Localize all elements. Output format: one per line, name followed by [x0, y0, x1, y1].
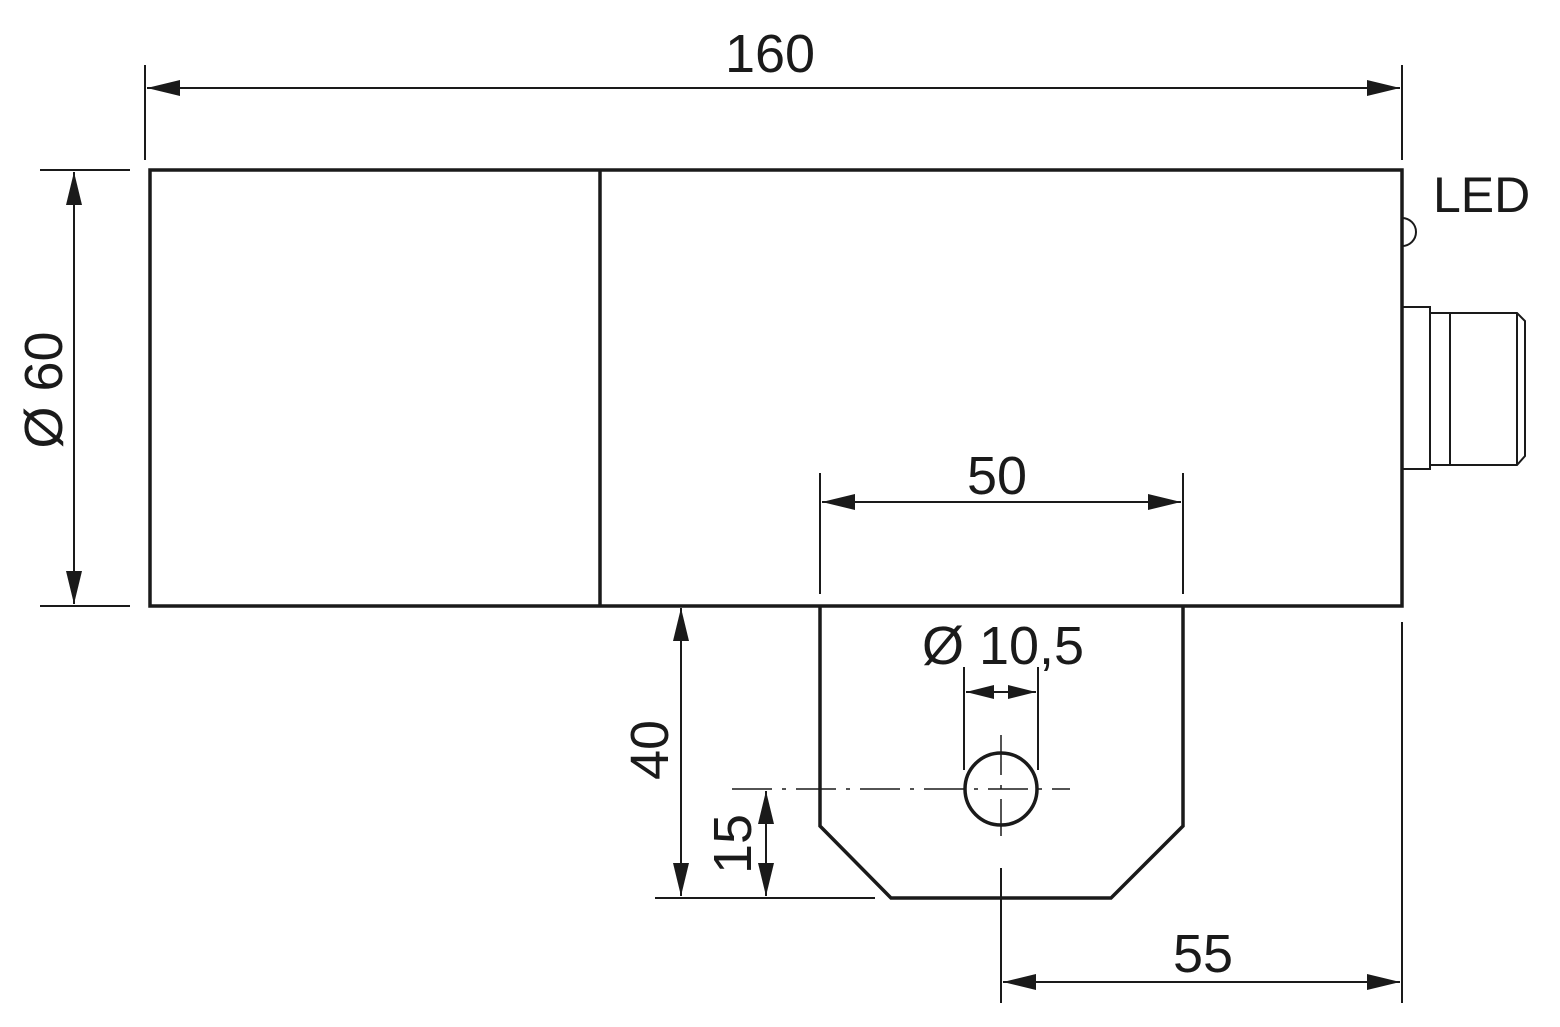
dim-hole-diameter: Ø 10,5: [922, 616, 1084, 770]
sensor-housing: [148, 168, 1404, 608]
connector-collar: [1401, 306, 1431, 470]
connector-thread: [1429, 312, 1451, 466]
dim-diameter-label: Ø 60: [14, 331, 74, 448]
dim-diameter: Ø 60: [14, 169, 130, 607]
connector-thread-end: [1450, 312, 1526, 466]
dim-mount-height: 40: [620, 608, 875, 899]
led-label: LED: [1433, 167, 1530, 223]
dim-hole-to-end-label: 55: [1173, 924, 1233, 984]
dim-hole-offset-label: 15: [703, 814, 763, 874]
dim-mount-width-label: 50: [967, 446, 1027, 506]
dim-total-length: 160: [144, 24, 1403, 160]
dim-hole-offset: 15: [703, 791, 774, 896]
dim-mount-width: 50: [819, 446, 1184, 594]
housing-body: [148, 168, 1404, 608]
dim-hole-diameter-label: Ø 10,5: [922, 616, 1084, 676]
connector-plug: [1401, 306, 1526, 470]
led-indicator: [1401, 217, 1417, 247]
dim-total-length-label: 160: [725, 24, 815, 84]
dim-hole-to-end: 55: [1000, 622, 1403, 1003]
dim-mount-height-label: 40: [620, 720, 680, 780]
